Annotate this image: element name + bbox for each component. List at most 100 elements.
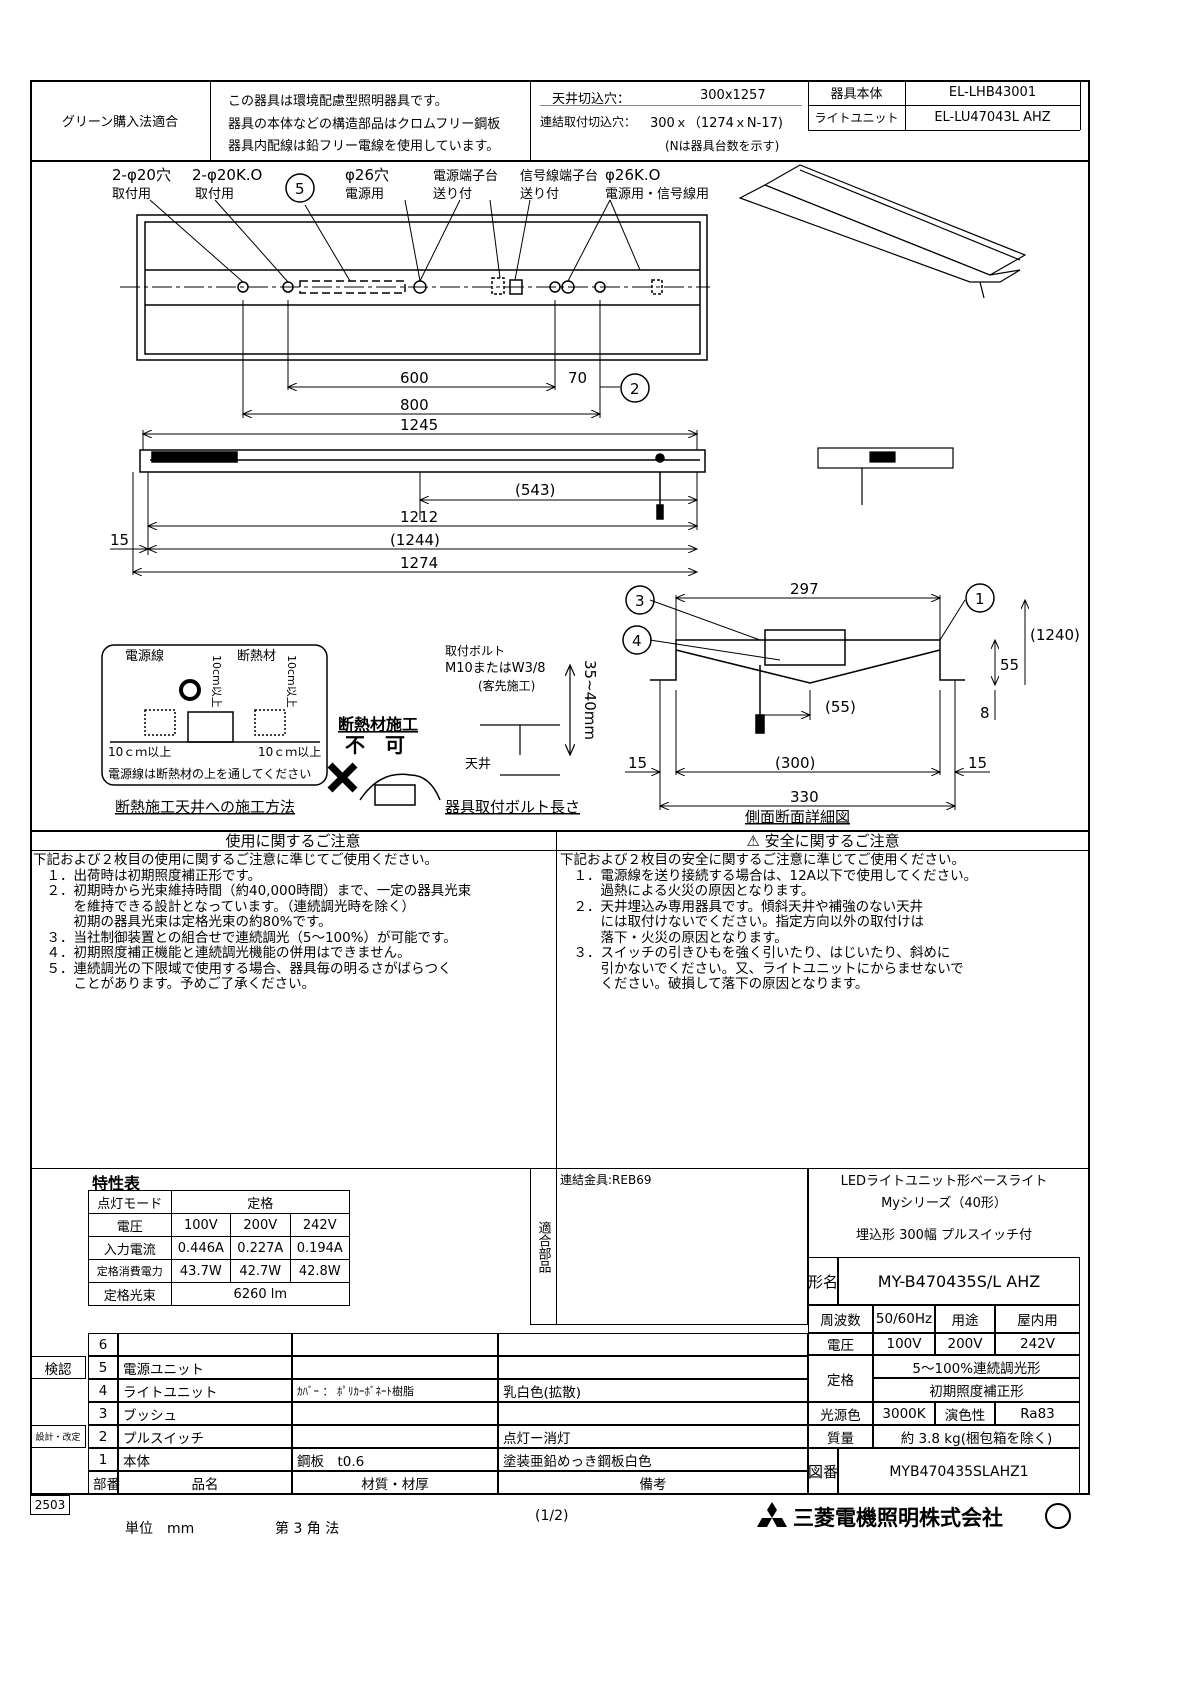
callout-number: 2 bbox=[630, 380, 640, 398]
unit-label: 単位 mm bbox=[125, 1521, 195, 1537]
freq-value: 50/60Hz bbox=[873, 1305, 935, 1333]
section-title: 側面断面詳細図 bbox=[745, 808, 850, 826]
divider bbox=[30, 830, 1090, 832]
model-number: MY-B470435S/L AHZ bbox=[838, 1257, 1080, 1305]
body-label: 器具本体 bbox=[830, 87, 883, 102]
cutout-label: 天井切込穴： bbox=[552, 92, 631, 107]
product-line2: Myシリーズ（40形） bbox=[881, 1195, 1007, 1211]
insulation-label: 断熱材 bbox=[237, 649, 276, 664]
callout-number: 3 bbox=[635, 592, 645, 610]
usage-notes-title: 使用に関するご注意 bbox=[225, 831, 361, 850]
spec-value: 200V bbox=[230, 1213, 291, 1237]
env-line: 器具の本体などの構造部品はクロムフリー鋼板 bbox=[228, 117, 501, 132]
part-cell: 電源ユニット bbox=[118, 1356, 292, 1379]
spec-label: 電圧 bbox=[88, 1213, 172, 1237]
spec-label: 定格消費電力 bbox=[88, 1259, 172, 1283]
safety-notes-text: 下記および２枚目の安全に関するご注意に準じてご使用ください。 １．電源線を送り接… bbox=[560, 852, 978, 992]
insulation-label: 10cm以上 bbox=[210, 655, 223, 708]
divider bbox=[30, 850, 1090, 851]
spec-value: 100V bbox=[170, 1213, 232, 1237]
rating-label: 定格 bbox=[808, 1355, 873, 1402]
link-cutout-label: 連結取付切込穴： bbox=[540, 115, 637, 129]
page-number: (1/2) bbox=[535, 1508, 569, 1524]
part-number: 4 bbox=[88, 1379, 118, 1402]
bolt-label: (客先施工) bbox=[478, 678, 535, 693]
voltage-value: 100V bbox=[873, 1333, 935, 1355]
dim-label: 8 bbox=[980, 704, 990, 722]
dim-label: 70 bbox=[568, 369, 587, 387]
color-label: 光源色 bbox=[808, 1402, 873, 1425]
part-cell: 本体 bbox=[118, 1448, 292, 1471]
perspective-view bbox=[738, 164, 1027, 299]
color-value: 3000K bbox=[873, 1402, 935, 1425]
end-view bbox=[817, 447, 954, 505]
bolt-label: M10またはW3/8 bbox=[445, 661, 546, 676]
bolt-label: 35~40mm bbox=[581, 660, 599, 740]
check-label: 検認 bbox=[30, 1356, 86, 1379]
rating-value: 初期照度補正形 bbox=[873, 1378, 1080, 1402]
dim-label: 1212 bbox=[400, 508, 438, 526]
cri-label: 演色性 bbox=[935, 1402, 995, 1425]
part-cell bbox=[292, 1402, 498, 1425]
cutout-value: 300x1257 bbox=[700, 88, 766, 103]
dim-label: 297 bbox=[790, 580, 819, 598]
section-view bbox=[622, 583, 1025, 810]
parts-header-cell: 備考 bbox=[498, 1471, 808, 1495]
divider bbox=[1080, 80, 1081, 130]
dim-label: (55) bbox=[825, 698, 856, 716]
insulation-label: 10ｃｍ以上 bbox=[258, 745, 321, 759]
spec-value: 6260 lm bbox=[170, 1282, 351, 1306]
part-cell bbox=[292, 1356, 498, 1379]
spec-value: 242V bbox=[289, 1213, 350, 1237]
green-purchase-label: グリーン購入法適合 bbox=[61, 114, 179, 130]
light-unit-value: EL-LU47043L AHZ bbox=[934, 110, 1051, 125]
product-line1: LEDライトユニット形ベースライト bbox=[840, 1173, 1048, 1189]
dim-label: 330 bbox=[790, 788, 819, 806]
bolt-label: 取付ボルト bbox=[445, 644, 505, 658]
top-view bbox=[120, 173, 710, 418]
design-label: 設計・改定 bbox=[30, 1425, 86, 1448]
part-cell: ｶﾊﾞｰ ： ﾎﾟﾘｶｰﾎﾞﾈｰﾄ樹脂 bbox=[292, 1379, 498, 1402]
dim-label: φ26K.O bbox=[605, 166, 660, 184]
insulation-label: 電源線 bbox=[125, 648, 164, 664]
revision-code: 2503 bbox=[30, 1495, 70, 1515]
light-unit-label: ライトユニット bbox=[814, 111, 899, 125]
parts-header-cell: 材質・材厚 bbox=[292, 1471, 498, 1495]
part-number: 2 bbox=[88, 1425, 118, 1448]
spec-value: 43.7W bbox=[170, 1259, 232, 1283]
part-number: 5 bbox=[88, 1356, 118, 1379]
projection-label: 第 3 角 法 bbox=[275, 1521, 340, 1537]
insulation-note: 電源線は断熱材の上を通してください bbox=[108, 766, 311, 781]
spec-value: 0.227A bbox=[230, 1236, 291, 1260]
env-line: 器具内配線は鉛フリー電線を使用しています。 bbox=[228, 139, 500, 154]
dim-label: 電源用 bbox=[345, 187, 384, 202]
dim-label: 15 bbox=[628, 754, 647, 772]
part-number: 1 bbox=[88, 1448, 118, 1471]
dim-label: 15 bbox=[110, 531, 129, 549]
part-cell: ブッシュ bbox=[118, 1402, 292, 1425]
cri-value: Ra83 bbox=[995, 1402, 1080, 1425]
dim-label: 800 bbox=[400, 396, 429, 414]
part-cell: 鋼板 t0.6 bbox=[292, 1448, 498, 1471]
part-cell: プルスイッチ bbox=[118, 1425, 292, 1448]
freq-label: 周波数 bbox=[808, 1305, 873, 1333]
callout-number: 5 bbox=[295, 180, 305, 198]
insulation-warning: 不 可 bbox=[345, 733, 405, 757]
env-line: この器具は環境配慮型照明器具です。 bbox=[228, 94, 448, 109]
use-value: 屋内用 bbox=[995, 1305, 1080, 1333]
dim-label: 送り付 bbox=[433, 187, 472, 202]
insulation-warning: 断熱材施工 bbox=[338, 715, 418, 734]
part-cell: 点灯ー消灯 bbox=[498, 1425, 808, 1448]
insulation-label: 10ｃｍ以上 bbox=[108, 745, 171, 759]
callout-number: 1 bbox=[975, 590, 985, 608]
spec-value: 0.194A bbox=[289, 1236, 350, 1260]
part-cell: 乳白色(拡散) bbox=[498, 1379, 808, 1402]
dim-label: 1274 bbox=[400, 554, 438, 572]
divider bbox=[30, 160, 1090, 162]
side-view bbox=[110, 430, 706, 575]
part-number: 6 bbox=[88, 1333, 118, 1356]
voltage-value: 200V bbox=[935, 1333, 995, 1355]
dim-label: 600 bbox=[400, 369, 429, 387]
circle-mark-icon bbox=[1045, 1503, 1071, 1529]
